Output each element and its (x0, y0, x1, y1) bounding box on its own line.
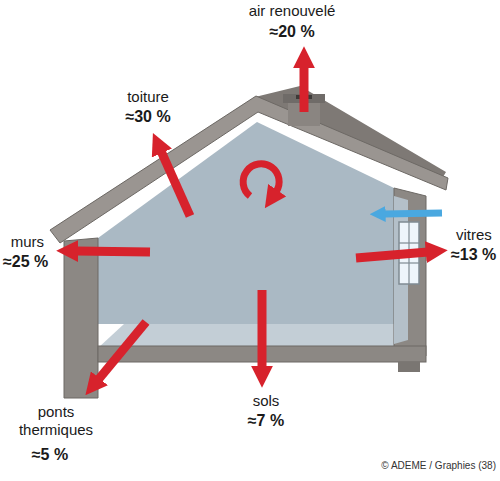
foundation (398, 362, 420, 372)
heat-arrow (161, 151, 190, 216)
roof-edge (50, 96, 448, 243)
percentage: ≈30 % (125, 107, 170, 126)
heat-arrow (300, 66, 309, 112)
credit-watermark: © ADEME / Graphies (38) (381, 460, 496, 472)
percentage: ≈20 % (269, 22, 314, 41)
part-label: vitres (456, 226, 492, 244)
left-wall (64, 238, 98, 398)
heat-arrow (98, 322, 146, 380)
percentage: ≈7 % (248, 411, 284, 430)
circulation-arrow (243, 164, 279, 196)
heat-arrow (258, 290, 267, 368)
part-label: sols (253, 392, 280, 410)
percentage: ≈5 % (32, 445, 68, 464)
percentage: ≈25 % (3, 252, 48, 271)
part-label: toiture (127, 88, 169, 106)
heat-arrow (76, 251, 150, 252)
interior-wall (98, 122, 394, 324)
part-label: ponts thermiques (4, 403, 108, 439)
part-label: murs (11, 233, 44, 251)
fresh-air-arrow (384, 213, 442, 214)
heat-arrow (356, 252, 428, 258)
percentage: ≈13 % (451, 245, 496, 264)
part-label: air renouvelé (249, 2, 336, 20)
